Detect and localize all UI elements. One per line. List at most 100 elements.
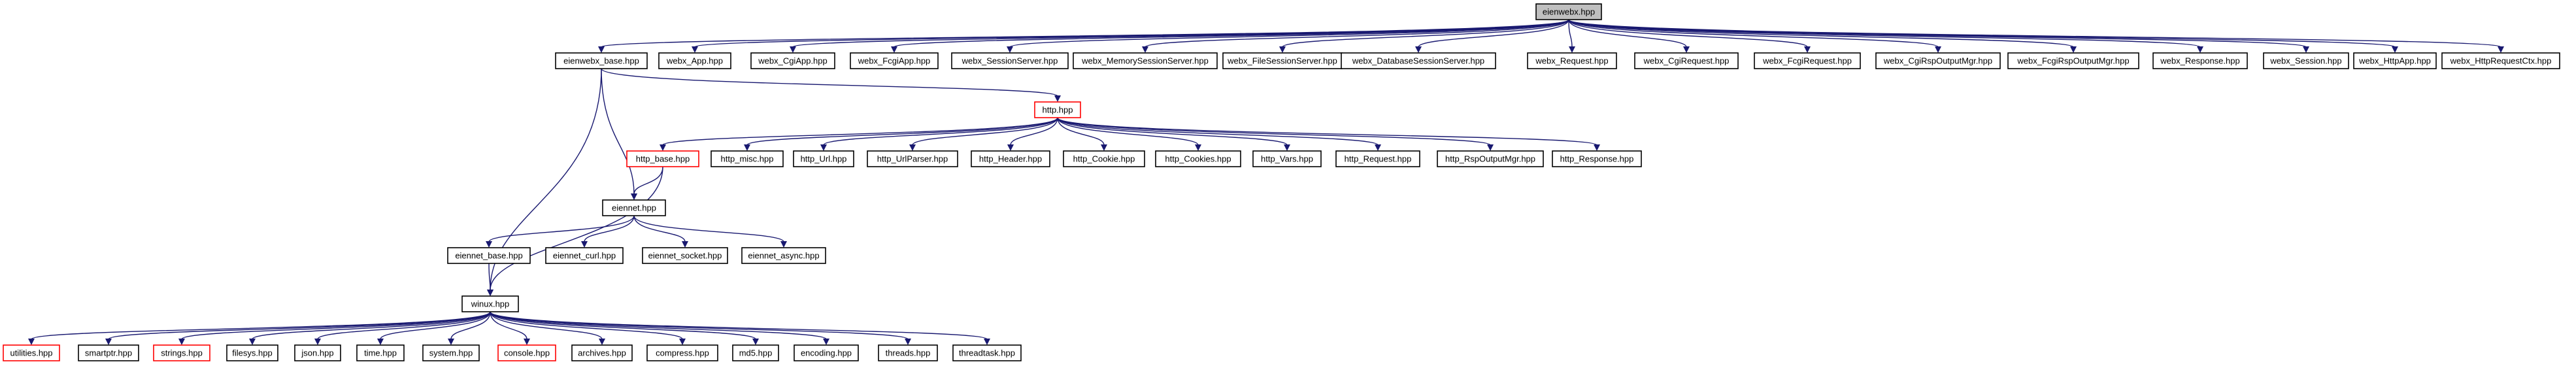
node-box: [741, 247, 826, 264]
node-http-cookie-hpp[interactable]: http_Cookie.hpp: [1063, 150, 1145, 167]
edge-arrowhead: [105, 339, 112, 345]
node-encoding-hpp[interactable]: encoding.hpp: [794, 344, 859, 361]
node-webx-cgirspoutputmgr-hpp[interactable]: webx_CgiRspOutputMgr.hpp: [1875, 52, 2001, 69]
edge-line: [1568, 19, 2501, 48]
node-webx-memorysessionserver-hpp[interactable]: webx_MemorySessionServer.hpp: [1073, 52, 1218, 69]
node-threadtask-hpp[interactable]: threadtask.hpp: [952, 344, 1022, 361]
node-smartptr-hpp[interactable]: smartptr.hpp: [78, 344, 139, 361]
node-box: [850, 52, 939, 69]
edge-n18-n25: [1057, 117, 1201, 151]
node-eiennet-base-hpp[interactable]: eiennet_base.hpp: [447, 247, 531, 264]
node-box: [642, 247, 728, 264]
node-md5-hpp[interactable]: md5.hpp: [732, 344, 779, 361]
node-webx-filesessionserver-hpp[interactable]: webx_FileSessionServer.hpp: [1222, 52, 1343, 69]
node-webx-cgiapp-hpp[interactable]: webx_CgiApp.hpp: [750, 52, 835, 69]
node-label: system.hpp: [429, 348, 473, 358]
node-webx-app-hpp[interactable]: webx_App.hpp: [658, 52, 731, 69]
edge-arrowhead: [2303, 46, 2309, 53]
edge-n0-n7: [1279, 19, 1569, 53]
node-http-request-hpp[interactable]: http_Request.hpp: [1335, 150, 1420, 167]
edge-arrowhead: [1804, 46, 1811, 53]
node-console-hpp[interactable]: console.hpp: [497, 344, 556, 361]
edge-arrowhead: [1007, 46, 1013, 53]
node-http-urlparser-hpp[interactable]: http_UrlParser.hpp: [867, 150, 958, 167]
node-http-vars-hpp[interactable]: http_Vars.hpp: [1252, 150, 1322, 167]
node-eienwebx-hpp[interactable]: eienwebx.hpp: [1535, 3, 1602, 20]
node-box: [1552, 150, 1642, 167]
node-eiennet-hpp[interactable]: eiennet.hpp: [602, 199, 666, 216]
node-http-header-hpp[interactable]: http_Header.hpp: [971, 150, 1050, 167]
node-webx-fcgiapp-hpp[interactable]: webx_FcgiApp.hpp: [850, 52, 939, 69]
node-box: [794, 344, 859, 361]
edge-arrowhead: [1935, 46, 1941, 53]
node-time-hpp[interactable]: time.hpp: [356, 344, 405, 361]
node-http-hpp[interactable]: http.hpp: [1034, 101, 1081, 118]
edge-n30-n33: [633, 215, 688, 248]
edge-line: [1057, 117, 1491, 146]
node-webx-httprequestctx-hpp[interactable]: webx_HttpRequestCtx.hpp: [2441, 52, 2560, 69]
node-eiennet-curl-hpp[interactable]: eiennet_curl.hpp: [545, 247, 624, 264]
node-http-rspoutputmgr-hpp[interactable]: http_RspOutputMgr.hpp: [1437, 150, 1544, 167]
node-box: [658, 52, 731, 69]
node-threads-hpp[interactable]: threads.hpp: [878, 344, 938, 361]
node-webx-cgirequest-hpp[interactable]: webx_CgiRequest.hpp: [1634, 52, 1739, 69]
edge-line: [894, 19, 1569, 48]
edge-line: [1418, 19, 1569, 48]
node-webx-fcgirspoutputmgr-hpp[interactable]: webx_FcgiRspOutputMgr.hpp: [2007, 52, 2139, 69]
node-webx-request-hpp[interactable]: webx_Request.hpp: [1527, 52, 1617, 69]
node-box: [497, 344, 556, 361]
node-box: [447, 247, 531, 264]
node-label: eiennet_socket.hpp: [648, 250, 722, 260]
node-box: [356, 344, 405, 361]
edge-line: [490, 311, 909, 340]
node-webx-sessionserver-hpp[interactable]: webx_SessionServer.hpp: [951, 52, 1069, 69]
edge-arrowhead: [524, 339, 530, 345]
node-json-hpp[interactable]: json.hpp: [294, 344, 341, 361]
node-compress-hpp[interactable]: compress.hpp: [646, 344, 718, 361]
edge-n35-n46: [490, 311, 759, 345]
node-archives-hpp[interactable]: archives.hpp: [571, 344, 633, 361]
node-utilities-hpp[interactable]: utilities.hpp: [3, 344, 60, 361]
edge-arrowhead: [2197, 46, 2203, 53]
node-http-url-hpp[interactable]: http_Url.hpp: [793, 150, 854, 167]
node-http-base-hpp[interactable]: http_base.hpp: [626, 150, 699, 167]
node-webx-httpapp-hpp[interactable]: webx_HttpApp.hpp: [2353, 52, 2437, 69]
node-box: [750, 52, 835, 69]
edge-line: [1057, 117, 1288, 146]
edge-arrowhead: [692, 46, 698, 53]
node-system-hpp[interactable]: system.hpp: [422, 344, 480, 361]
node-eiennet-socket-hpp[interactable]: eiennet_socket.hpp: [642, 247, 728, 264]
edge-arrowhead: [823, 339, 829, 345]
node-http-response-hpp[interactable]: http_Response.hpp: [1552, 150, 1642, 167]
node-label: webx_Request.hpp: [1535, 56, 1608, 65]
edge-n1-n30: [601, 68, 637, 200]
node-http-misc-hpp[interactable]: http_misc.hpp: [711, 150, 784, 167]
node-eienwebx-base-hpp[interactable]: eienwebx_base.hpp: [555, 52, 648, 69]
edge-n0-n11: [1568, 19, 1811, 53]
node-webx-databasesessionserver-hpp[interactable]: webx_DatabaseSessionServer.hpp: [1341, 52, 1496, 69]
node-label: threadtask.hpp: [959, 348, 1015, 358]
node-webx-fcgirequest-hpp[interactable]: webx_FcgiRequest.hpp: [1754, 52, 1861, 69]
edge-n0-n14: [1568, 19, 2203, 53]
edge-line: [662, 117, 1058, 146]
edge-n0-n8: [1415, 19, 1569, 53]
edge-line: [1057, 117, 1379, 146]
node-http-cookies-hpp[interactable]: http_Cookies.hpp: [1155, 150, 1241, 167]
node-winux-hpp[interactable]: winux.hpp: [461, 295, 519, 312]
node-strings-hpp[interactable]: strings.hpp: [153, 344, 210, 361]
node-label: threads.hpp: [886, 348, 931, 358]
edge-line: [792, 19, 1569, 48]
node-box: [461, 295, 519, 312]
edge-line: [490, 166, 663, 291]
edge-line: [1568, 19, 1939, 48]
node-webx-response-hpp[interactable]: webx_Response.hpp: [2152, 52, 2248, 69]
node-label: webx_HttpRequestCtx.hpp: [2450, 56, 2552, 65]
edge-n18-n20: [744, 117, 1058, 151]
node-webx-session-hpp[interactable]: webx_Session.hpp: [2263, 52, 2349, 69]
edge-n0-n4: [891, 19, 1569, 53]
edge-arrowhead: [448, 339, 454, 345]
edge-n19-n30: [631, 166, 663, 200]
node-filesys-hpp[interactable]: filesys.hpp: [226, 344, 278, 361]
node-eiennet-async-hpp[interactable]: eiennet_async.hpp: [741, 247, 826, 264]
